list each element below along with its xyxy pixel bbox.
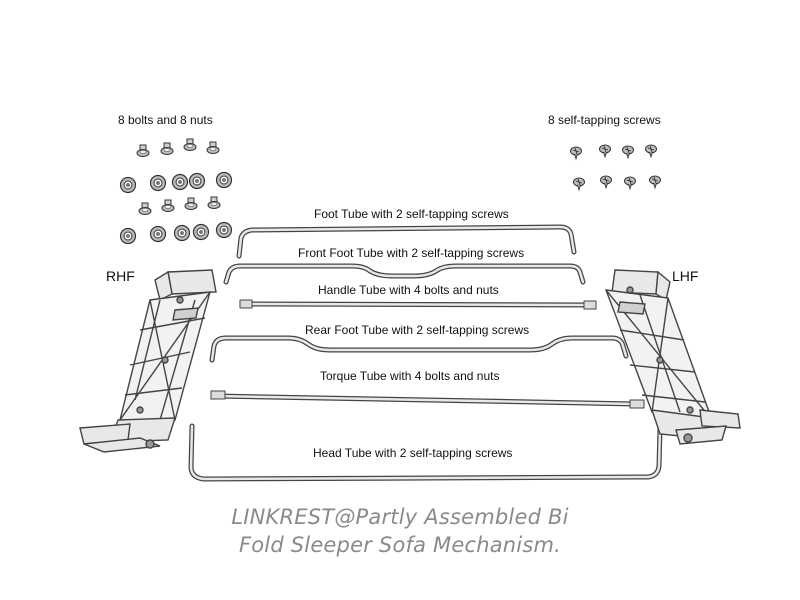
rear-foot-tube-label: Rear Foot Tube with 2 self-tapping screw… xyxy=(305,323,530,337)
bolt-icon xyxy=(138,202,152,215)
handle-tube-label: Handle Tube with 4 bolts and nuts xyxy=(318,283,499,297)
foot-tube xyxy=(236,224,577,259)
rhf-label: RHF xyxy=(106,268,135,284)
nut-icon xyxy=(119,176,137,194)
bolts-and-nuts-label: 8 bolts and 8 nuts xyxy=(118,113,213,127)
handle-tube xyxy=(239,299,597,310)
bolt-icon xyxy=(136,144,150,157)
foot-tube-label: Foot Tube with 2 self-tapping screws xyxy=(314,207,509,221)
bolt-icon xyxy=(160,142,174,155)
bolt-icon xyxy=(184,197,198,210)
self-tapping-screws-label: 8 self-tapping screws xyxy=(548,113,661,127)
nut-icon xyxy=(215,221,233,239)
nut-icon xyxy=(188,172,206,190)
nut-icon xyxy=(192,223,210,241)
bolt-icon xyxy=(207,196,221,209)
lhf-mechanism xyxy=(604,269,741,445)
caption-line-1: LINKREST@Partly Assembled Bi xyxy=(231,505,569,529)
bolts-and-nuts-group xyxy=(119,138,233,245)
bolt-icon xyxy=(161,199,175,212)
torque-tube-label: Torque Tube with 4 bolts and nuts xyxy=(320,369,500,383)
nut-icon xyxy=(149,174,167,192)
screw-icon xyxy=(622,145,634,159)
front-foot-tube xyxy=(223,263,586,285)
lhf-label: LHF xyxy=(672,268,699,284)
rhf-mechanism xyxy=(79,269,217,453)
bolt-icon xyxy=(183,138,197,151)
caption-line-2: Fold Sleeper Sofa Mechanism. xyxy=(238,533,562,557)
nut-icon xyxy=(173,224,191,242)
head-tube xyxy=(188,423,663,482)
screw-icon xyxy=(645,144,657,158)
rear-foot-tube xyxy=(209,335,629,363)
torque-tube xyxy=(210,390,645,409)
self-tapping-screws-group xyxy=(570,144,661,191)
nut-icon xyxy=(215,171,233,189)
screw-icon xyxy=(570,146,582,160)
head-tube-label: Head Tube with 2 self-tapping screws xyxy=(313,446,513,460)
screw-icon xyxy=(649,175,661,189)
screw-icon xyxy=(624,176,636,190)
front-foot-tube-label: Front Foot Tube with 2 self-tapping scre… xyxy=(298,246,525,260)
screw-icon xyxy=(573,177,585,191)
screw-icon xyxy=(599,144,611,158)
bolt-icon xyxy=(206,141,220,154)
nut-icon xyxy=(149,225,167,243)
nut-icon xyxy=(119,227,137,245)
nut-icon xyxy=(171,173,189,191)
screw-icon xyxy=(600,175,612,189)
